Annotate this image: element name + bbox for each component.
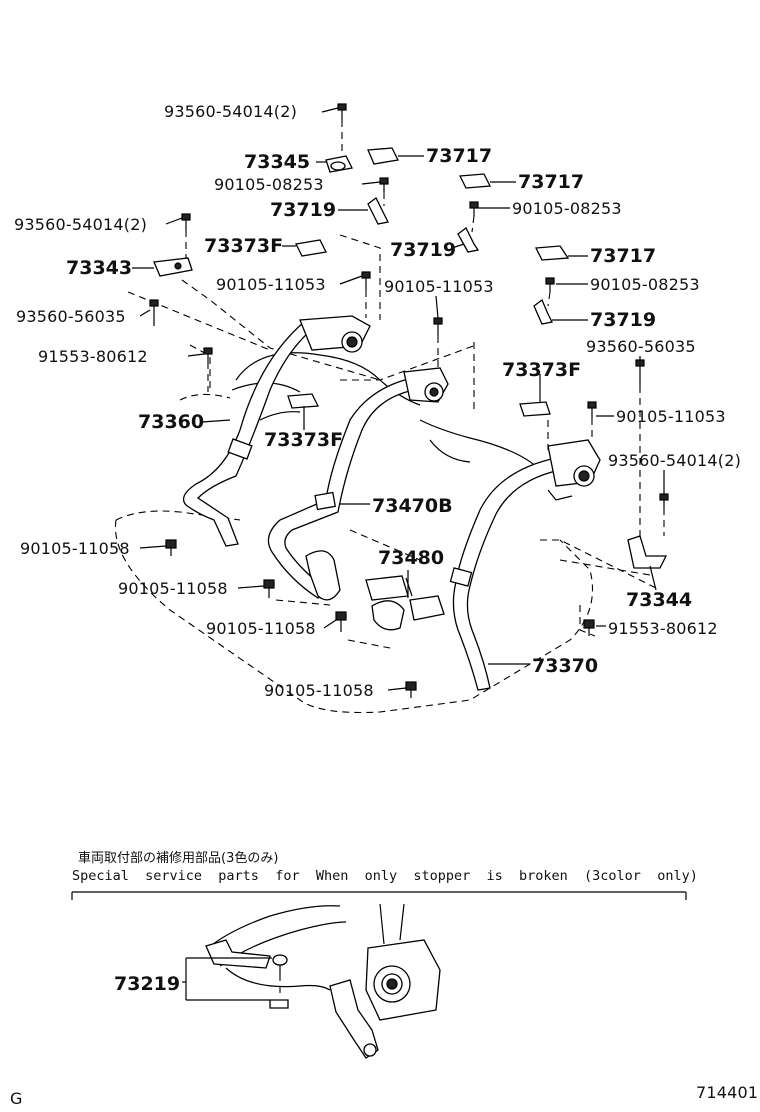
label-93560-56035-right: 93560-56035 [586,337,696,356]
label-73373F-a: 73373F [204,235,283,257]
label-73370: 73370 [532,655,598,677]
label-93560-54014-left: 93560-54014(2) [14,215,147,234]
special-service-section: 車両取付部の補修用部品(3色のみ) Special service parts … [71,850,698,1059]
label-91553-80612-left: 91553-80612 [38,347,148,366]
label-73360: 73360 [138,411,204,433]
label-90105-08253-a: 90105-08253 [214,175,324,194]
label-90105-11053-b: 90105-11053 [384,277,494,296]
label-90105-11058-a: 90105-11058 [20,539,130,558]
label-90105-11058-c: 90105-11058 [206,619,316,638]
label-90105-11053-a: 90105-11053 [216,275,326,294]
diagram-number: 714401 [696,1083,758,1102]
label-73373F-b: 73373F [502,359,581,381]
label-73470B: 73470B [372,495,453,517]
label-90105-08253-c: 90105-08253 [590,275,700,294]
guide-73345 [325,155,353,173]
label-93560-54014-right: 93560-54014(2) [608,451,741,470]
label-73343: 73343 [66,257,132,279]
label-73717-a: 73717 [426,145,492,167]
covers-73373F [287,239,551,417]
label-73719-b: 73719 [390,239,456,261]
part-73219: 73219 [114,954,289,1009]
label-73219: 73219 [114,973,180,995]
bolts [149,103,669,698]
label-90105-11058-b: 90105-11058 [118,579,228,598]
belt-73360 [182,315,371,547]
label-90105-08253-b: 90105-08253 [512,199,622,218]
label-93560-56035-left: 93560-56035 [16,307,126,326]
footer-code: G [10,1089,23,1108]
label-93560-54014-top: 93560-54014(2) [164,102,297,121]
belt-73370 [449,439,601,691]
detail-drawing [205,903,441,1059]
label-73719-a: 73719 [270,199,336,221]
label-73717-c: 73717 [590,245,656,267]
leader-lines [132,107,665,691]
anchor-73343 [153,257,193,277]
footer: G 714401 [10,1083,758,1108]
seat-outline [114,234,661,714]
label-73345: 73345 [244,151,310,173]
special-note-english: Special service parts for When only stop… [72,868,698,884]
trim-covers-73717 [367,147,570,261]
bolt-connectors [185,120,665,540]
anchor-73344 [627,535,668,569]
label-73373F-c: 73373F [264,429,343,451]
buckle-73480 [305,550,445,631]
part-labels: 93560-54014(2) 73345 73717 90105-08253 7… [14,102,741,700]
special-note-japanese: 車両取付部の補修用部品(3色のみ) [78,850,278,866]
label-73717-b: 73717 [518,171,584,193]
label-91553-80612-right: 91553-80612 [608,619,718,638]
label-90105-11058-d: 90105-11058 [264,681,374,700]
label-73344: 73344 [626,589,692,611]
label-90105-11053-c: 90105-11053 [616,407,726,426]
brackets-73719 [367,197,553,325]
label-73480: 73480 [378,547,444,569]
label-73719-c: 73719 [590,309,656,331]
